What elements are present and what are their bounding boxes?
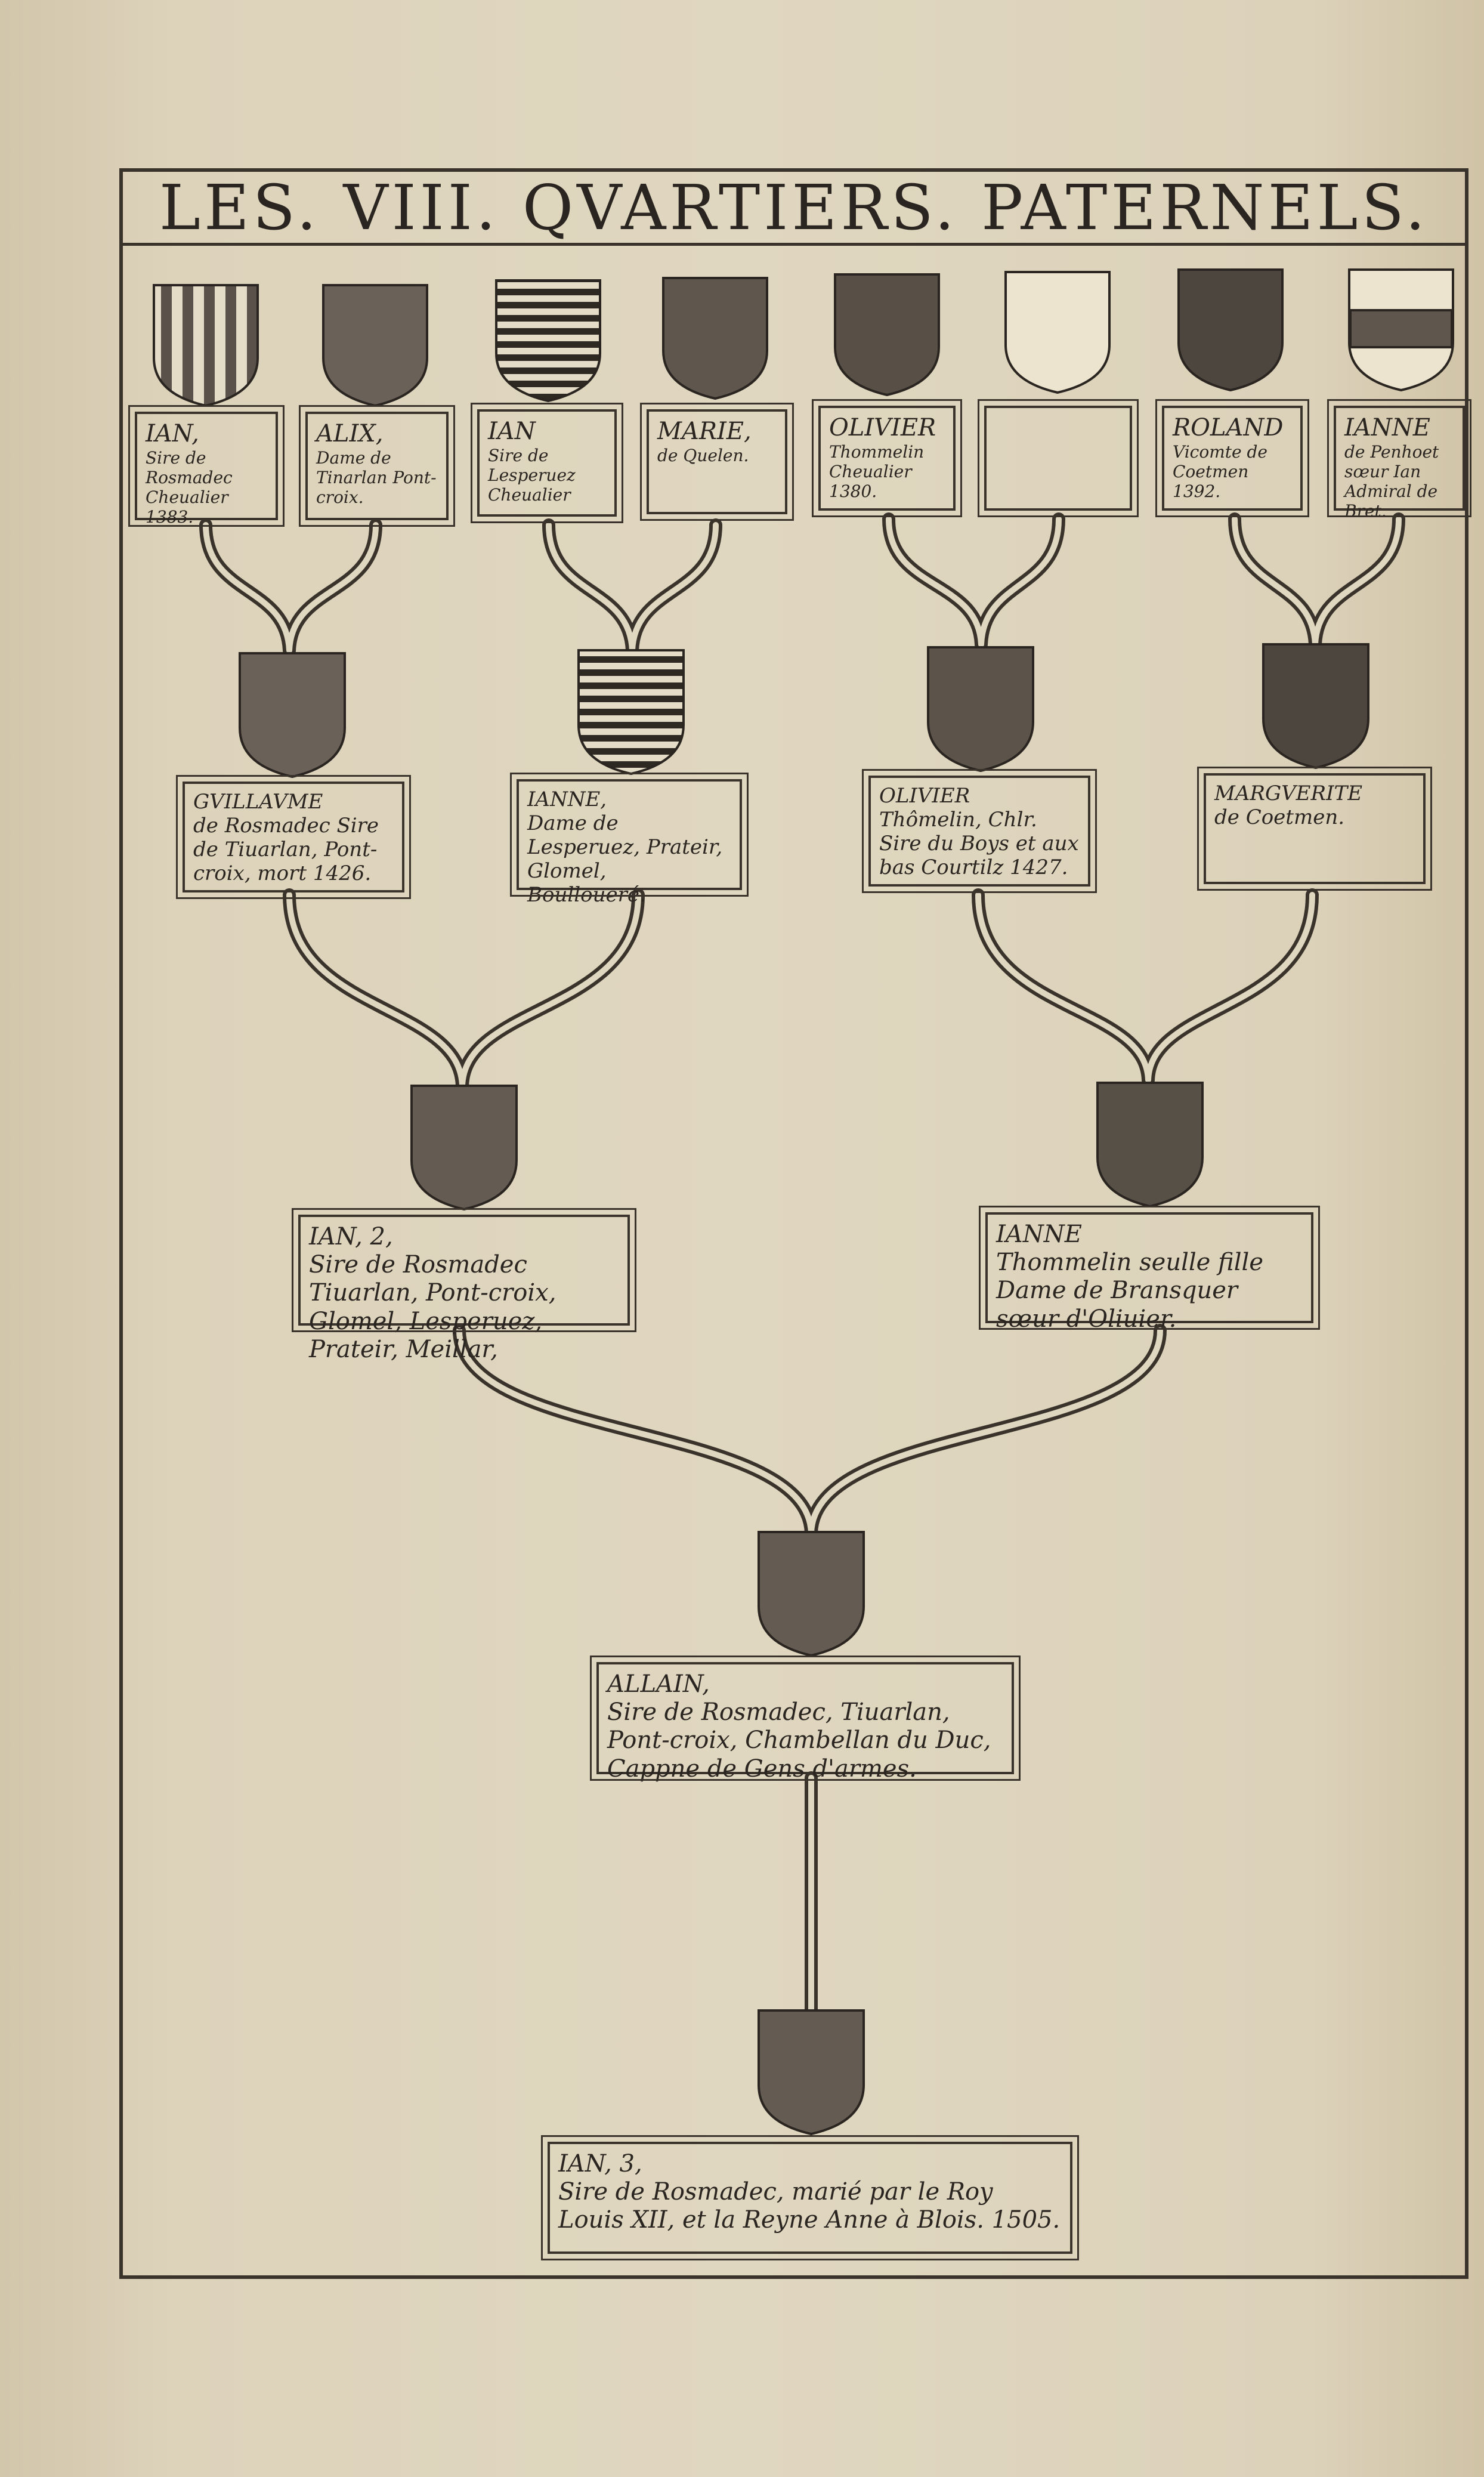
genealogy-plate-frame	[119, 168, 1468, 2279]
page-title: LES. VIII. QVARTIERS. PATERNELS.	[159, 171, 1429, 244]
person-detail: Sire de Rosmadec, marié par le Roy Louis…	[558, 2178, 1061, 2234]
box-olivier: OLIVIER Thommelin Cheualier 1380.	[812, 399, 962, 517]
quartered-shield-icon	[758, 2009, 865, 2136]
box-allain: ALLAIN, Sire de Rosmadec, Tiuarlan, Pont…	[590, 1656, 1021, 1783]
box-ian-2: IAN, 2, Sire de Rosmadec Tiuarlan, Pont-…	[292, 1208, 636, 1363]
quartered-shield-icon	[758, 1531, 865, 1657]
person-detail: Thommelin Cheualier 1380.	[829, 442, 925, 502]
person-name: ALIX,	[316, 420, 384, 447]
barry-shield-icon	[495, 279, 601, 403]
box-ianne-penhoet: IANNE de Penhoet sœur Ian Admiral de Bre…	[1327, 399, 1471, 521]
person-name: MARIE,	[657, 418, 752, 445]
box-marie: MARIE, de Quelen.	[640, 403, 794, 521]
box-ian: IAN, Sire de Rosmadec Cheualier 1383.	[128, 405, 285, 527]
person-detail: Thômelin, Chlr. Sire du Boys et aux bas …	[879, 808, 1079, 880]
box-empty	[978, 399, 1139, 517]
person-name: GVILLAVME	[193, 790, 323, 814]
checky-shield-icon	[1096, 1082, 1204, 1208]
person-detail: de Penhoet sœur Ian Admiral de Bret.	[1344, 442, 1439, 521]
bezants-shield-icon	[1262, 643, 1369, 770]
quartered-shield-icon	[662, 277, 768, 400]
person-detail: Sire de Rosmadec Tiuarlan, Pont-croix, G…	[309, 1251, 556, 1363]
quartered-shield-icon	[239, 652, 346, 779]
box-ian-lesperuez: IAN Sire de Lesperuez Cheualier	[471, 403, 623, 523]
person-name: OLIVIER	[879, 784, 970, 808]
person-name: IANNE	[996, 1221, 1082, 1248]
person-detail: Thommelin seulle fille Dame de Bransquer…	[996, 1249, 1263, 1333]
person-name: ROLAND	[1173, 414, 1284, 441]
checky-shield-icon	[834, 273, 940, 397]
person-name: MARGVERITE	[1214, 782, 1363, 805]
box-roland: ROLAND Vicomte de Coetmen 1392.	[1155, 399, 1309, 517]
person-name: OLIVIER	[829, 414, 936, 441]
quartered-shield-icon	[410, 1085, 518, 1211]
checky-shield-icon	[927, 646, 1034, 773]
person-name: IAN, 2,	[309, 1223, 393, 1250]
person-detail: Sire de Rosmadec, Tiuarlan, Pont-croix, …	[607, 1698, 991, 1783]
person-name: IAN,	[146, 420, 199, 447]
person-name: IAN, 3,	[558, 2150, 642, 2178]
person-detail: Sire de Lesperuez Cheualier	[488, 446, 576, 505]
person-detail: de Quelen.	[657, 446, 749, 466]
person-name: IANNE,	[527, 787, 607, 811]
person-detail: Dame de Lesperuez, Prateir, Glomel, Boul…	[527, 811, 723, 907]
barry-shield-icon	[577, 649, 685, 776]
person-detail: de Rosmadec Sire de Tiuarlan, Pont-croix…	[193, 814, 379, 886]
box-ian-3: IAN, 3, Sire de Rosmadec, marié par le R…	[541, 2135, 1079, 2260]
box-ianne-lesperuez: IANNE, Dame de Lesperuez, Prateir, Glome…	[510, 773, 749, 907]
person-detail: Vicomte de Coetmen 1392.	[1173, 442, 1267, 502]
person-name: ALLAIN,	[607, 1670, 710, 1698]
person-name: IAN	[488, 418, 536, 445]
box-guillaume: GVILLAVME de Rosmadec Sire de Tiuarlan, …	[176, 775, 411, 899]
quartered-shield-icon	[322, 284, 428, 407]
title-band: LES. VIII. QVARTIERS. PATERNELS.	[123, 171, 1465, 246]
person-detail: Dame de Tinarlan Pont-croix.	[316, 448, 437, 508]
box-olivier-thomelin: OLIVIER Thômelin, Chlr. Sire du Boys et …	[862, 769, 1097, 893]
box-alix: ALIX, Dame de Tinarlan Pont-croix.	[299, 405, 455, 527]
box-ianne-thommelin: IANNE Thommelin seulle fille Dame de Bra…	[979, 1206, 1320, 1333]
person-detail: Sire de Rosmadec Cheualier 1383.	[146, 448, 233, 527]
box-marguerite: MARGVERITE de Coetmen.	[1197, 767, 1432, 891]
person-detail: de Coetmen.	[1214, 805, 1345, 830]
bezants-shield-icon	[1177, 268, 1284, 392]
pale-shield-icon	[153, 284, 259, 407]
person-name: IANNE	[1344, 414, 1430, 441]
blank-shield-icon	[1004, 271, 1111, 394]
